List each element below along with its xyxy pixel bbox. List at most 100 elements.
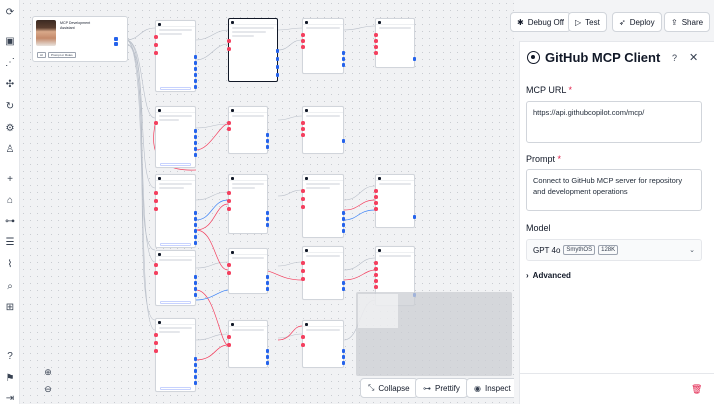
canvas-minimap[interactable] <box>356 292 512 376</box>
node-header <box>156 319 195 325</box>
workflow-node[interactable] <box>227 174 269 234</box>
bug-icon: ✱ <box>517 17 524 27</box>
chevron-down-icon: ⌄ <box>689 247 695 254</box>
prompt-textarea[interactable]: Connect to GitHub MCP server for reposit… <box>526 169 702 211</box>
agent-output-port[interactable] <box>114 37 118 41</box>
collapse-button[interactable]: ⤡ Collapse <box>360 378 418 398</box>
workflow-node[interactable] <box>227 106 269 154</box>
search-icon[interactable]: ⌕ <box>7 281 13 292</box>
share-button[interactable]: ⇪ Share <box>664 12 711 32</box>
node-header <box>156 21 195 27</box>
required-mark: * <box>568 85 573 95</box>
test-label: Test <box>585 17 600 27</box>
debug-toggle-button[interactable]: ✱ Debug Off <box>510 12 572 32</box>
analytics-icon[interactable]: ⌇ <box>7 259 13 270</box>
node-header <box>156 175 195 181</box>
node-header <box>229 175 267 181</box>
component-settings-panel: GitHub MCP Client ? ✕ MCP URL * https://… <box>519 41 714 404</box>
chevron-right-icon: › <box>526 271 529 280</box>
puzzle-icon[interactable]: ✣ <box>5 79 15 90</box>
help-icon[interactable]: ? <box>672 53 678 63</box>
advanced-toggle[interactable]: › Advanced <box>526 271 571 280</box>
panel-header: GitHub MCP Client <box>527 50 660 65</box>
database-icon[interactable]: ☰ <box>5 237 15 248</box>
workflow-node[interactable] <box>154 250 197 306</box>
workflow-node[interactable] <box>374 18 416 68</box>
model-label: Model <box>526 223 551 233</box>
prompt-value: Connect to GitHub MCP server for reposit… <box>533 176 683 196</box>
node-header <box>376 175 414 181</box>
workflow-node[interactable] <box>301 246 345 300</box>
history-icon[interactable]: ↻ <box>5 101 15 112</box>
trash-icon[interactable]: 🗑 <box>691 384 703 394</box>
prettify-icon: ⊶ <box>423 383 431 393</box>
collapse-label: Collapse <box>378 383 410 393</box>
advanced-label: Advanced <box>532 271 571 280</box>
panel-title: GitHub MCP Client <box>545 50 661 65</box>
minimap-viewport[interactable] <box>358 294 398 328</box>
home-icon[interactable]: ⌂ <box>6 195 14 206</box>
left-nav-rail: ⟳ ▣ ⋰ ✣ ↻ ⚙ ♙ + ⌂ ⊶ ☰ ⌇ ⌕ ⊞ ? ⚑ ⇥ <box>0 0 20 404</box>
github-icon <box>527 51 540 64</box>
inspect-button[interactable]: ◉ Inspect <box>466 378 514 398</box>
agent-avatar <box>36 20 56 46</box>
model-value: GPT 4o <box>533 245 561 255</box>
node-header <box>156 251 195 257</box>
prettify-label: Prettify <box>435 383 460 393</box>
model-select[interactable]: GPT 4o SmythOS 128K ⌄ <box>526 239 702 261</box>
workflow-node[interactable] <box>301 106 345 154</box>
node-header <box>376 247 414 253</box>
rocket-icon: ➶ <box>619 17 626 27</box>
workflow-node[interactable] <box>227 248 269 294</box>
inspect-label: Inspect <box>484 383 511 393</box>
node-header <box>303 321 343 327</box>
nodes-icon[interactable]: ⋰ <box>5 57 15 68</box>
debug-label: Debug Off <box>527 17 565 27</box>
workflow-node[interactable] <box>227 320 269 368</box>
zoom-in-icon[interactable]: ⊕ <box>44 366 52 377</box>
chat-icon[interactable]: ▣ <box>5 36 15 47</box>
workflow-node[interactable] <box>154 318 197 392</box>
app-logo-icon[interactable]: ⟳ <box>5 7 15 18</box>
agent-name: MCP Development Assistant <box>60 21 91 30</box>
node-header <box>376 19 414 25</box>
mcp-url-value: https://api.githubcopilot.com/mcp/ <box>533 108 645 117</box>
agent-output-port[interactable] <box>114 42 118 46</box>
deploy-button[interactable]: ➶ Deploy <box>612 12 662 32</box>
prettify-button[interactable]: ⊶ Prettify <box>415 378 468 398</box>
close-icon[interactable]: ✕ <box>689 52 699 64</box>
mcp-url-input[interactable]: https://api.githubcopilot.com/mcp/ <box>526 101 702 143</box>
required-mark: * <box>557 154 562 164</box>
workflow-node[interactable] <box>301 174 345 238</box>
add-icon[interactable]: + <box>7 174 13 185</box>
context-badge: 128K <box>598 245 619 255</box>
play-icon: ▷ <box>575 17 582 27</box>
selected-workflow-node[interactable] <box>227 18 279 82</box>
zoom-out-icon[interactable]: ⊖ <box>44 383 52 394</box>
workflow-node[interactable] <box>301 320 345 368</box>
flag-icon[interactable]: ⚑ <box>5 373 15 384</box>
agent-prompt-button[interactable]: Prompt or Rules <box>48 52 76 58</box>
agent-ai-button[interactable]: AI <box>37 52 46 58</box>
workflow-icon[interactable]: ⊶ <box>5 216 15 227</box>
grid-icon[interactable]: ⊞ <box>5 302 15 313</box>
collapse-rail-icon[interactable]: ⇥ <box>5 393 15 404</box>
workflow-node[interactable] <box>374 174 416 228</box>
test-button[interactable]: ▷ Test <box>568 12 607 32</box>
settings-icon[interactable]: ⚙ <box>5 123 15 134</box>
agent-card[interactable]: MCP Development Assistant AI Prompt or R… <box>32 16 128 62</box>
workflow-node[interactable] <box>154 106 197 168</box>
node-header <box>303 247 343 253</box>
workflow-canvas[interactable]: MCP Development Assistant AI Prompt or R… <box>20 0 514 404</box>
workflow-node[interactable] <box>154 174 197 248</box>
user-key-icon[interactable]: ♙ <box>5 144 15 155</box>
node-header <box>229 249 267 255</box>
workflow-node[interactable] <box>154 20 197 92</box>
provider-badge: SmythOS <box>563 245 596 255</box>
node-header <box>229 19 277 25</box>
mcp-url-label-text: MCP URL <box>526 85 567 95</box>
workflow-node[interactable] <box>301 18 345 74</box>
prompt-label-text: Prompt <box>526 154 556 164</box>
help-icon[interactable]: ? <box>7 351 13 362</box>
node-header <box>229 321 267 327</box>
